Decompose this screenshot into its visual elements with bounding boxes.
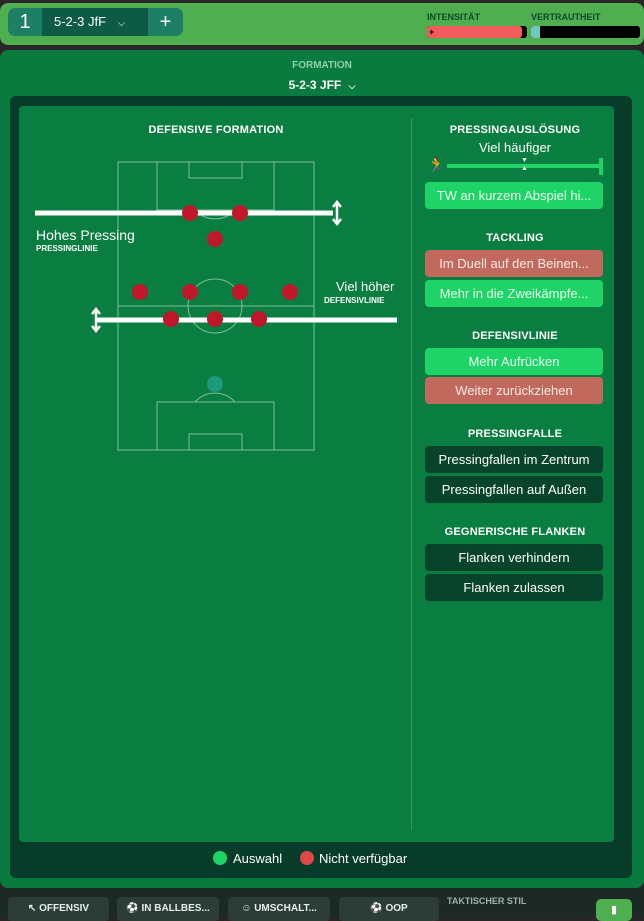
unavailable-dot-icon	[300, 851, 314, 865]
legend-selected: Auswahl	[233, 851, 283, 866]
formation-label: FORMATION	[292, 60, 352, 71]
player	[282, 284, 298, 300]
chevron-down-icon: ⌵	[117, 18, 126, 29]
players	[132, 205, 298, 392]
tactic-dropdown[interactable]: 5-2-3 JfF ⌵	[42, 8, 148, 36]
familiarity-bar	[531, 26, 640, 38]
tab-offensive[interactable]: ↖ OFFENSIV	[8, 897, 109, 921]
stay-on-feet-button[interactable]: Im Duell auf den Beinen...	[425, 250, 603, 277]
intensity-bar	[427, 26, 527, 38]
defensive-line-handle	[91, 306, 101, 334]
tab-in-possession[interactable]: ⚽ IN BALLBES...	[117, 897, 219, 921]
tackling-title: TACKLING	[486, 232, 544, 244]
player	[232, 205, 248, 221]
player	[163, 311, 179, 327]
selected-dot-icon	[213, 851, 227, 865]
arrow-icon: ↖	[27, 903, 40, 914]
defline-value: Viel höher	[336, 279, 395, 294]
player	[207, 231, 223, 247]
crosses-title: GEGNERISCHE FLANKEN	[444, 526, 586, 538]
tab-label: IN BALLBES...	[141, 903, 210, 914]
pressing-line-handle	[332, 199, 342, 227]
gk-short-pass-button[interactable]: TW an kurzem Abspiel hi...	[425, 182, 603, 209]
drop-off-button[interactable]: Weiter zurückziehen	[425, 377, 603, 404]
player	[251, 311, 267, 327]
tab-label: UMSCHALT...	[254, 903, 317, 914]
trap-center-button[interactable]: Pressingfallen im Zentrum	[425, 446, 603, 473]
running-icon: 🏃	[427, 157, 446, 174]
tab-label: OOP	[385, 903, 408, 914]
style-icon: ▮	[610, 904, 618, 916]
ball-icon: ⚽	[126, 903, 142, 914]
pressing-value: Hohes Pressing	[36, 227, 135, 243]
tactic-name: 5-2-3 JfF	[54, 14, 107, 29]
get-stuck-in-button[interactable]: Mehr in die Zweikämpfe...	[425, 280, 603, 307]
goalkeeper	[207, 376, 223, 392]
familiarity-label: VERTRAUTHEIT	[531, 12, 601, 22]
tab-out-of-possession[interactable]: ⚽ OOP	[339, 897, 439, 921]
allow-crosses-button[interactable]: Flanken zulassen	[425, 574, 603, 601]
step-up-button[interactable]: Mehr Aufrücken	[425, 348, 603, 375]
add-tactic-button[interactable]: +	[159, 11, 172, 33]
player	[132, 284, 148, 300]
slider-end	[599, 158, 603, 175]
player	[207, 311, 223, 327]
defline-title: DEFENSIVLINIE	[472, 330, 558, 342]
player	[232, 284, 248, 300]
pitch-title: DEFENSIVE FORMATION	[148, 124, 284, 136]
tactic-slot[interactable]: 1	[19, 11, 31, 33]
tactical-style-label: TAKTISCHER STIL	[447, 896, 527, 906]
transition-icon: ☺	[241, 903, 255, 914]
player	[182, 205, 198, 221]
legend-unavailable: Nicht verfügbar	[319, 851, 408, 866]
pressing-trigger-title: PRESSINGAUSLÖSUNG	[449, 124, 581, 136]
formation-value: 5-2-3 JFF	[288, 78, 342, 92]
ball-icon: ⚽	[370, 903, 386, 914]
trap-wide-button[interactable]: Pressingfallen auf Außen	[425, 476, 603, 503]
pressing-trigger-value: Viel häufiger	[478, 140, 552, 155]
tab-label: OFFENSIV	[39, 903, 90, 914]
style-button[interactable]: ▮	[596, 899, 632, 921]
trap-title: PRESSINGFALLE	[467, 428, 563, 440]
chevron-down-icon: ⌵	[348, 81, 356, 91]
prevent-crosses-button[interactable]: Flanken verhindern	[425, 544, 603, 571]
intensity-label: INTENSITÄT	[427, 12, 480, 22]
tab-transition[interactable]: ☺ UMSCHALT...	[228, 897, 330, 921]
tactic-selector: 1 5-2-3 JfF ⌵ +	[8, 8, 183, 36]
pressing-slider[interactable]	[447, 164, 602, 168]
divider	[411, 118, 412, 830]
pressing-label: PRESSINGLINIE	[36, 244, 98, 253]
formation-dropdown[interactable]: 5-2-3 JFF ⌵	[0, 78, 644, 92]
player	[182, 284, 198, 300]
slider-marker[interactable]: ▼▲	[521, 157, 528, 172]
defline-label: DEFENSIVLINIE	[324, 296, 385, 305]
plus-icon: +	[429, 27, 435, 37]
pitch	[35, 161, 397, 451]
